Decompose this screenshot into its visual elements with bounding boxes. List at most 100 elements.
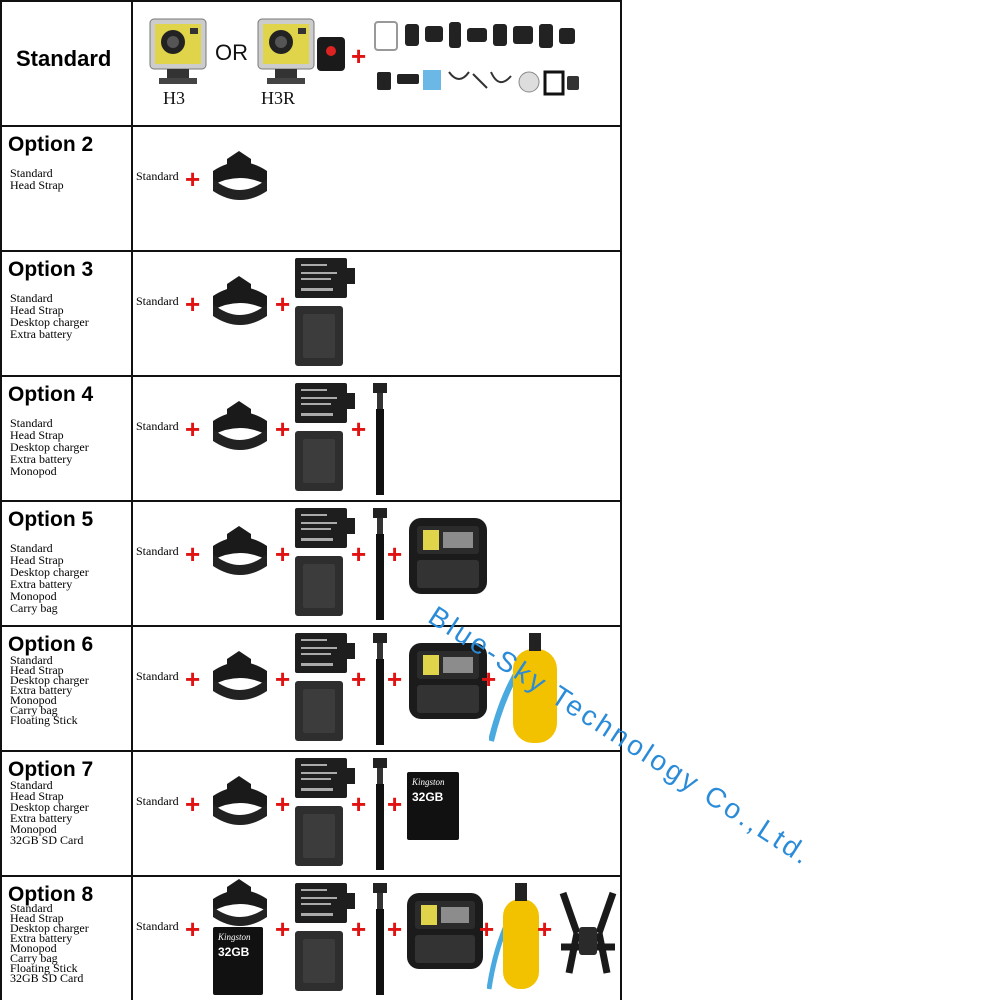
monopod-icon — [373, 883, 387, 995]
plus-icon: + — [387, 914, 403, 944]
feature-item: 32GB SD Card — [10, 833, 84, 847]
row-items-cell: H3 OR H3R + — [133, 2, 620, 125]
feature-item: Desktop charger — [10, 315, 89, 329]
plus-icon: + — [185, 539, 201, 569]
feature-item: Head Strap — [10, 789, 64, 803]
battery-charger-icon — [295, 508, 355, 616]
feature-item: Standard — [10, 653, 53, 667]
feature-list: Standard Head Strap Desktop charger Extr… — [10, 292, 89, 340]
row-items-cell: Standard + Kingston 32GB + + + — [133, 877, 620, 1000]
row-items-cell: Standard + + + + — [133, 502, 620, 625]
feature-item: Head Strap — [10, 663, 64, 677]
standard-label: Standard — [136, 544, 179, 558]
feature-item: Carry bag — [10, 703, 58, 717]
row-label-cell: Option 3 Standard Head Strap Desktop cha… — [2, 252, 133, 375]
feature-item: Standard — [10, 901, 53, 915]
head-strap-icon — [213, 401, 267, 450]
head-strap-icon — [213, 651, 267, 700]
feature-item: Head Strap — [10, 303, 64, 317]
monopod-icon — [373, 383, 387, 495]
row-items-cell: Standard + + — [133, 252, 620, 375]
feature-item: Standard — [10, 541, 53, 555]
floating-stick-icon — [489, 633, 557, 743]
feature-item: 32GB SD Card — [10, 971, 84, 985]
feature-item: Carry bag — [10, 601, 58, 615]
feature-item: Floating Stick — [10, 713, 78, 727]
feature-list: Standard Head Strap Desktop charger Extr… — [10, 653, 89, 727]
plus-icon: + — [275, 914, 291, 944]
standard-label: Standard — [136, 919, 179, 933]
feature-item: Head Strap — [10, 911, 64, 925]
feature-item: Extra battery — [10, 327, 73, 341]
feature-list: Standard Head Strap Desktop charger Extr… — [10, 778, 89, 847]
row-label-cell: Option 8 Standard Head Strap Desktop cha… — [2, 877, 133, 1000]
feature-item: Extra battery — [10, 577, 73, 591]
row-label-cell: Option 2 Standard Head Strap — [2, 127, 133, 250]
standard-label: Standard — [136, 669, 179, 683]
plus-icon: + — [275, 289, 291, 319]
head-strap-icon — [213, 151, 267, 200]
plus-icon: + — [387, 664, 403, 694]
battery-charger-icon — [295, 883, 355, 991]
head-strap-icon — [213, 526, 267, 575]
monopod-icon — [373, 508, 387, 620]
battery-charger-icon — [295, 758, 355, 866]
plus-icon: + — [275, 664, 291, 694]
plus-icon: + — [351, 914, 367, 944]
sd-card-brand: Kingston — [412, 777, 445, 787]
row-option-5: Option 5 Standard Head Strap Desktop cha… — [0, 502, 622, 627]
carry-bag-icon — [409, 518, 487, 594]
feature-item: Desktop charger — [10, 565, 89, 579]
feature-list: Standard Head Strap — [10, 167, 64, 191]
remote-control-icon — [317, 37, 345, 71]
plus-icon: + — [275, 789, 291, 819]
standard-label: Standard — [136, 794, 179, 808]
row-option-2: Option 2 Standard Head Strap Standard + — [0, 127, 622, 252]
feature-item: Monopod — [10, 589, 57, 603]
head-strap-icon — [213, 276, 267, 325]
row-option-3: Option 3 Standard Head Strap Desktop cha… — [0, 252, 622, 377]
head-strap-icon — [213, 879, 267, 926]
feature-item: Monopod — [10, 941, 57, 955]
plus-icon: + — [185, 164, 201, 194]
feature-item: Desktop charger — [10, 440, 89, 454]
feature-item: Standard — [10, 291, 53, 305]
row-items-cell: Standard + + + + Kingston 32GB — [133, 752, 620, 875]
feature-item: Carry bag — [10, 951, 58, 965]
sd-card-brand: Kingston — [218, 932, 251, 942]
plus-icon: + — [537, 914, 553, 944]
h3r-label: H3R — [261, 88, 296, 108]
feature-item: Standard — [10, 416, 53, 430]
feature-item: Extra battery — [10, 683, 73, 697]
feature-item: Standard — [10, 778, 53, 792]
feature-item: Monopod — [10, 822, 57, 836]
row-title: Standard — [16, 46, 112, 71]
plus-icon: + — [275, 539, 291, 569]
row-label-cell: Option 6 Standard Head Strap Desktop cha… — [2, 627, 133, 750]
plus-icon: + — [351, 539, 367, 569]
h3-camera-icon — [149, 18, 207, 84]
row-title: Option 3 — [8, 258, 94, 281]
plus-icon: + — [351, 789, 367, 819]
feature-item: Standard — [10, 166, 53, 180]
plus-icon: + — [481, 664, 497, 694]
h3r-camera-icon — [257, 18, 315, 84]
row-items-cell: Standard + — [133, 127, 620, 250]
monopod-icon — [373, 633, 387, 745]
feature-list: Standard Head Strap Desktop charger Extr… — [10, 901, 89, 985]
floating-stick-icon — [487, 883, 539, 990]
feature-list: Standard Head Strap Desktop charger Extr… — [10, 417, 89, 477]
plus-icon: + — [275, 414, 291, 444]
feature-item: Monopod — [10, 693, 57, 707]
battery-charger-icon — [295, 633, 355, 741]
row-label-cell: Option 7 Standard Head Strap Desktop cha… — [2, 752, 133, 875]
feature-list: Standard Head Strap Desktop charger Extr… — [10, 542, 89, 614]
row-items-cell: Standard + + + — [133, 377, 620, 500]
row-title: Option 5 — [8, 508, 94, 531]
package-options-table: Standard H3 OR H3R — [0, 0, 622, 1000]
row-label-cell: Standard — [2, 2, 133, 125]
standard-label: Standard — [136, 169, 179, 183]
or-label: OR — [215, 40, 248, 65]
feature-item: Desktop charger — [10, 921, 89, 935]
feature-item: Desktop charger — [10, 800, 89, 814]
